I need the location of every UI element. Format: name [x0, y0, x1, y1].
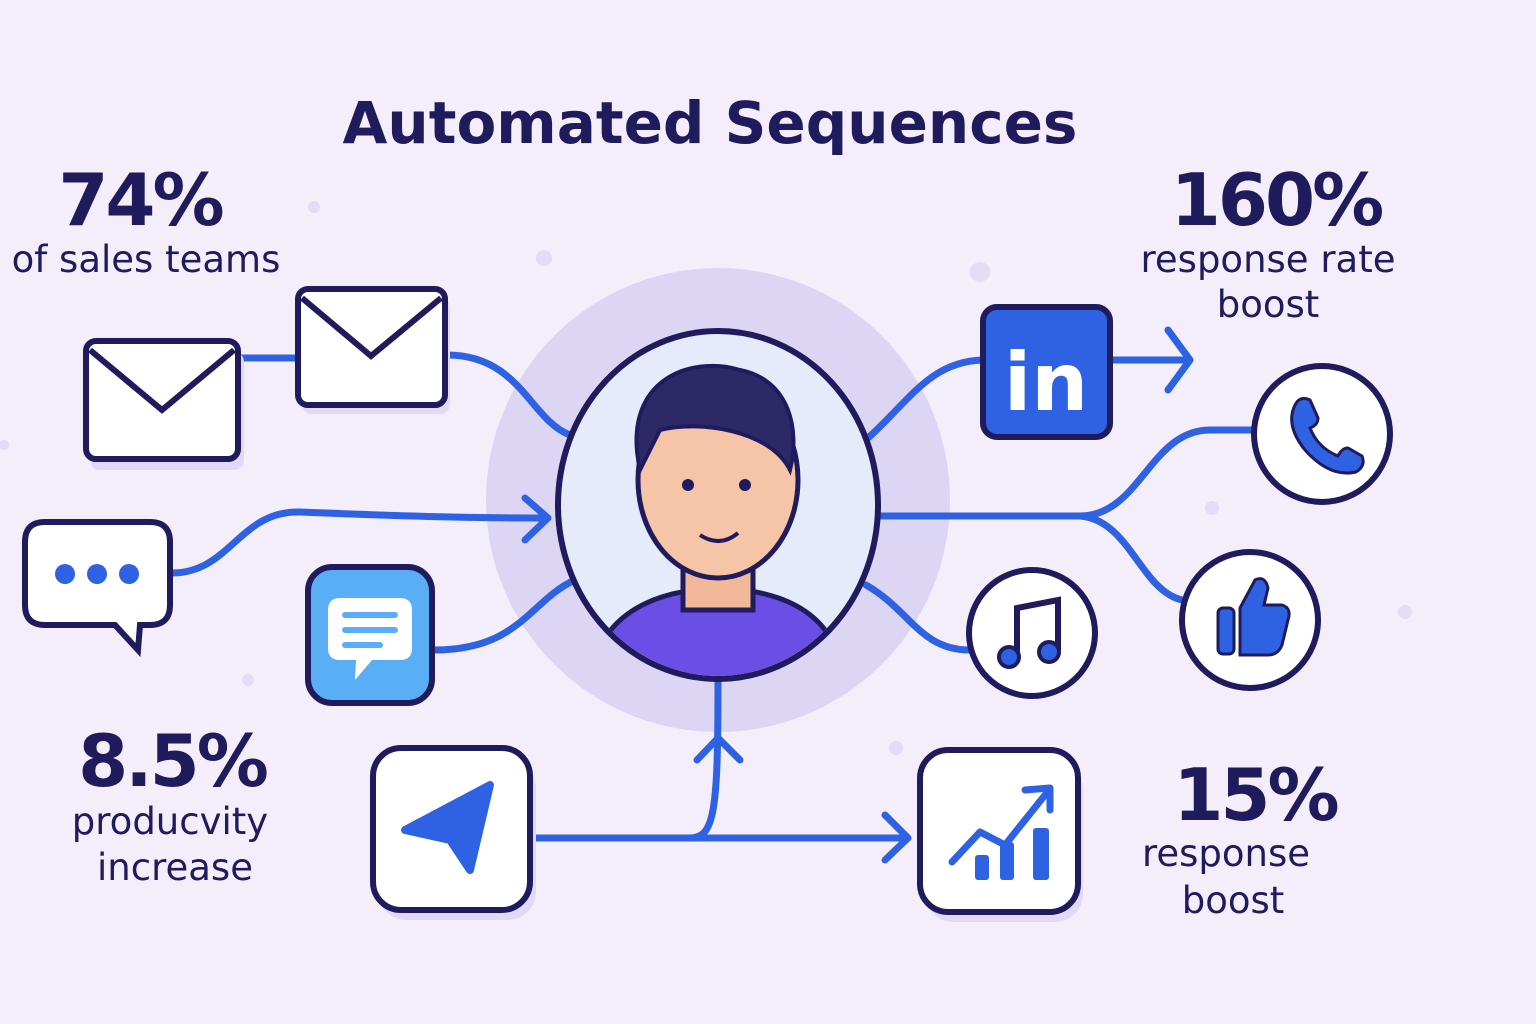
connector-lines: [168, 326, 1256, 864]
stat-15: 15% response boost: [1142, 753, 1341, 922]
page-title: Automated Sequences: [343, 89, 1078, 157]
stat-74: 74% of sales teams: [12, 158, 281, 281]
svg-text:response: response: [1142, 832, 1310, 875]
message-icon: [305, 564, 435, 706]
stat-8-5: 8.5% producvity increase: [72, 719, 270, 889]
growth-chart-icon: [917, 747, 1083, 922]
thumbs-up-icon: [1179, 549, 1321, 691]
chat-bubble-icon: [22, 519, 173, 658]
decorative-dots: [0, 201, 1412, 755]
envelope-icon: [83, 338, 244, 470]
svg-text:in: in: [1004, 336, 1088, 429]
send-icon: [370, 745, 536, 920]
svg-text:15%: 15%: [1173, 753, 1337, 837]
svg-text:of sales teams: of sales teams: [12, 238, 281, 281]
svg-text:160%: 160%: [1171, 158, 1382, 242]
linkedin-icon: in: [980, 304, 1113, 440]
svg-text:74%: 74%: [58, 158, 222, 242]
svg-text:8.5%: 8.5%: [78, 719, 267, 803]
music-icon: [966, 567, 1098, 699]
svg-text:producvity: producvity: [72, 800, 268, 843]
envelope-icon: [295, 286, 450, 414]
avatar: [555, 328, 881, 682]
stat-160: 160% response rate boost: [1141, 158, 1396, 326]
phone-icon: [1251, 363, 1393, 505]
svg-text:boost: boost: [1182, 879, 1285, 922]
svg-text:response rate: response rate: [1141, 238, 1396, 281]
svg-text:boost: boost: [1217, 283, 1320, 326]
svg-text:increase: increase: [97, 846, 253, 889]
